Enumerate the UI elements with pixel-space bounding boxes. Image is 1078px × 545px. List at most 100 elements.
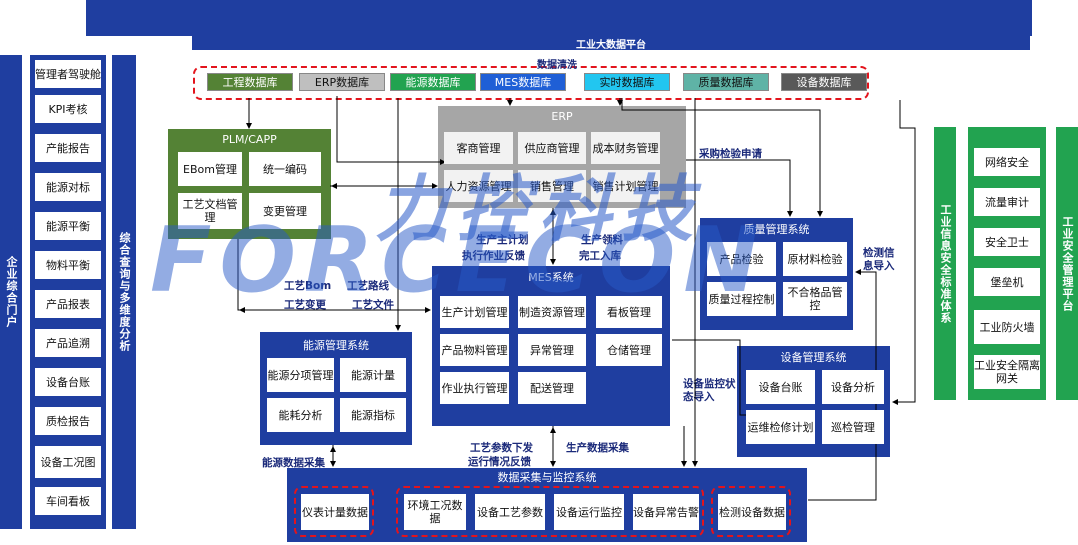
- security-item-5[interactable]: 工业防火墙: [974, 310, 1040, 344]
- label-exec-feedback: 执行作业反馈: [462, 250, 525, 262]
- mes-item-8[interactable]: 配送管理: [518, 372, 586, 404]
- label-param-down: 工艺参数下发: [470, 442, 533, 454]
- energy-item-1[interactable]: 能源分项管理: [267, 358, 334, 392]
- portal-item-12[interactable]: 车间看板: [35, 487, 101, 515]
- mes-item-6[interactable]: 仓储管理: [596, 334, 662, 366]
- mes-item-3[interactable]: 看板管理: [596, 296, 662, 328]
- label-change: 工艺变更: [284, 299, 326, 311]
- quality-item-3[interactable]: 质量过程控制: [707, 282, 776, 316]
- quality-item-1[interactable]: 产品检验: [707, 242, 776, 276]
- portal-item-4[interactable]: 能源对标: [35, 173, 101, 201]
- energy-item-2[interactable]: 能源计量: [340, 358, 406, 392]
- portal-item-11[interactable]: 设备工况图: [35, 446, 101, 478]
- portal-item-8[interactable]: 产品追溯: [35, 329, 101, 357]
- mes-item-7[interactable]: 作业执行管理: [440, 372, 509, 404]
- database-5[interactable]: 实时数据库: [584, 73, 670, 91]
- equipment-item-4[interactable]: 巡检管理: [822, 410, 884, 444]
- portal-item-1[interactable]: 管理者驾驶舱: [35, 60, 101, 88]
- security-item-2[interactable]: 流量审计: [974, 188, 1040, 216]
- database-1[interactable]: 工程数据库: [207, 73, 293, 91]
- collect-item-1[interactable]: 仪表计量数据: [301, 494, 369, 530]
- security-item-1[interactable]: 网络安全: [974, 148, 1040, 176]
- info-standard-bar: 工业信息安全标准体系: [934, 127, 956, 400]
- database-group: [193, 66, 869, 100]
- data-clean-label: 数据清洗: [537, 60, 577, 71]
- label-equip-monitor: 设备监控状态导入: [683, 378, 736, 403]
- erp-title: ERP: [551, 109, 573, 123]
- portal-item-3[interactable]: 产能报告: [35, 134, 101, 162]
- quality-item-2[interactable]: 原材料检验: [783, 242, 847, 276]
- label-bom: 工艺Bom: [284, 280, 332, 292]
- plm-item-1[interactable]: EBom管理: [178, 152, 242, 186]
- label-finish-in: 完工入库: [579, 250, 621, 262]
- label-prod-collect: 生产数据采集: [566, 442, 629, 454]
- analysis-title: 综合查询与多维度分析: [118, 232, 131, 352]
- security-item-4[interactable]: 堡垒机: [974, 268, 1040, 296]
- collect-item-2[interactable]: 环境工况数据: [404, 494, 466, 530]
- collect-group-2: [396, 486, 704, 537]
- portal-item-2[interactable]: KPI考核: [35, 95, 101, 123]
- quality-title: 质量管理系统: [743, 223, 810, 236]
- portal-item-5[interactable]: 能源平衡: [35, 212, 101, 240]
- label-energy-collect: 能源数据采集: [262, 457, 325, 469]
- collect-item-5[interactable]: 设备异常告警: [633, 494, 699, 530]
- security-platform-title: 工业安全管理平台: [1061, 215, 1074, 312]
- erp-item-6[interactable]: 销售计划管理: [591, 170, 660, 202]
- database-2[interactable]: ERP数据库: [299, 73, 385, 91]
- erp-item-3[interactable]: 成本财务管理: [591, 132, 660, 164]
- platform-title: 工业大数据平台: [576, 39, 646, 51]
- label-route: 工艺路线: [347, 280, 389, 292]
- database-4[interactable]: MES数据库: [480, 73, 566, 91]
- plm-item-2[interactable]: 统一编码: [249, 152, 321, 186]
- label-purchase-check: 采购检验申请: [699, 148, 762, 160]
- top-banner: [86, 0, 1032, 36]
- plm-item-4[interactable]: 变更管理: [249, 193, 321, 229]
- mes-item-4[interactable]: 产品物料管理: [440, 334, 509, 366]
- plm-item-3[interactable]: 工艺文档管理: [178, 193, 242, 229]
- plm-title: PLM/CAPP: [222, 132, 277, 146]
- collect-group-1: [294, 486, 374, 537]
- portal-item-9[interactable]: 设备台账: [35, 368, 101, 396]
- mes-item-5[interactable]: 异常管理: [518, 334, 586, 366]
- database-6[interactable]: 质量数据库: [683, 73, 769, 91]
- portal-item-7[interactable]: 产品报表: [35, 290, 101, 318]
- energy-title: 能源管理系统: [303, 339, 369, 352]
- security-platform-bar: 工业安全管理平台: [1056, 127, 1078, 400]
- erp-item-1[interactable]: 客商管理: [444, 132, 513, 164]
- mes-title: MES系统: [528, 271, 574, 284]
- erp-item-2[interactable]: 供应商管理: [518, 132, 586, 164]
- equipment-title: 设备管理系统: [780, 351, 847, 364]
- portal-title-bar: 企业综合门户: [0, 55, 22, 529]
- quality-item-4[interactable]: 不合格品管控: [783, 282, 847, 316]
- collect-item-3[interactable]: 设备工艺参数: [475, 494, 545, 530]
- security-item-6[interactable]: 工业安全隔离网关: [974, 355, 1040, 389]
- platform-title-bar: 工业大数据平台: [192, 36, 1030, 51]
- energy-item-4[interactable]: 能源指标: [340, 398, 406, 432]
- label-prod-material: 生产领料: [581, 234, 623, 246]
- erp-item-4[interactable]: 人力资源管理: [444, 170, 513, 202]
- label-run-feedback: 运行情况反馈: [468, 456, 531, 468]
- label-prod-plan: 生产主计划: [476, 234, 529, 246]
- database-3[interactable]: 能源数据库: [390, 73, 476, 91]
- analysis-bar: 综合查询与多维度分析: [112, 55, 136, 529]
- portal-title: 企业综合门户: [5, 256, 18, 328]
- database-7[interactable]: 设备数据库: [781, 73, 867, 91]
- label-doc: 工艺文件: [352, 299, 394, 311]
- collect-item-6[interactable]: 检测设备数据: [718, 494, 786, 530]
- equipment-item-2[interactable]: 设备分析: [822, 370, 884, 404]
- security-item-3[interactable]: 安全卫士: [974, 228, 1040, 256]
- portal-item-6[interactable]: 物料平衡: [35, 251, 101, 279]
- erp-item-5[interactable]: 销售管理: [518, 170, 586, 202]
- collect-title: 数据采集与监控系统: [497, 471, 597, 484]
- label-inspect-in: 检测信息导入: [863, 247, 895, 272]
- mes-item-2[interactable]: 制造资源管理: [518, 296, 586, 328]
- mes-item-1[interactable]: 生产计划管理: [440, 296, 509, 328]
- equipment-item-3[interactable]: 运维检修计划: [746, 410, 815, 444]
- info-standard-title: 工业信息安全标准体系: [939, 203, 952, 324]
- energy-item-3[interactable]: 能耗分析: [267, 398, 334, 432]
- portal-item-10[interactable]: 质检报告: [35, 407, 101, 435]
- equipment-item-1[interactable]: 设备台账: [746, 370, 815, 404]
- collect-group-3: [711, 486, 791, 537]
- collect-item-4[interactable]: 设备运行监控: [554, 494, 624, 530]
